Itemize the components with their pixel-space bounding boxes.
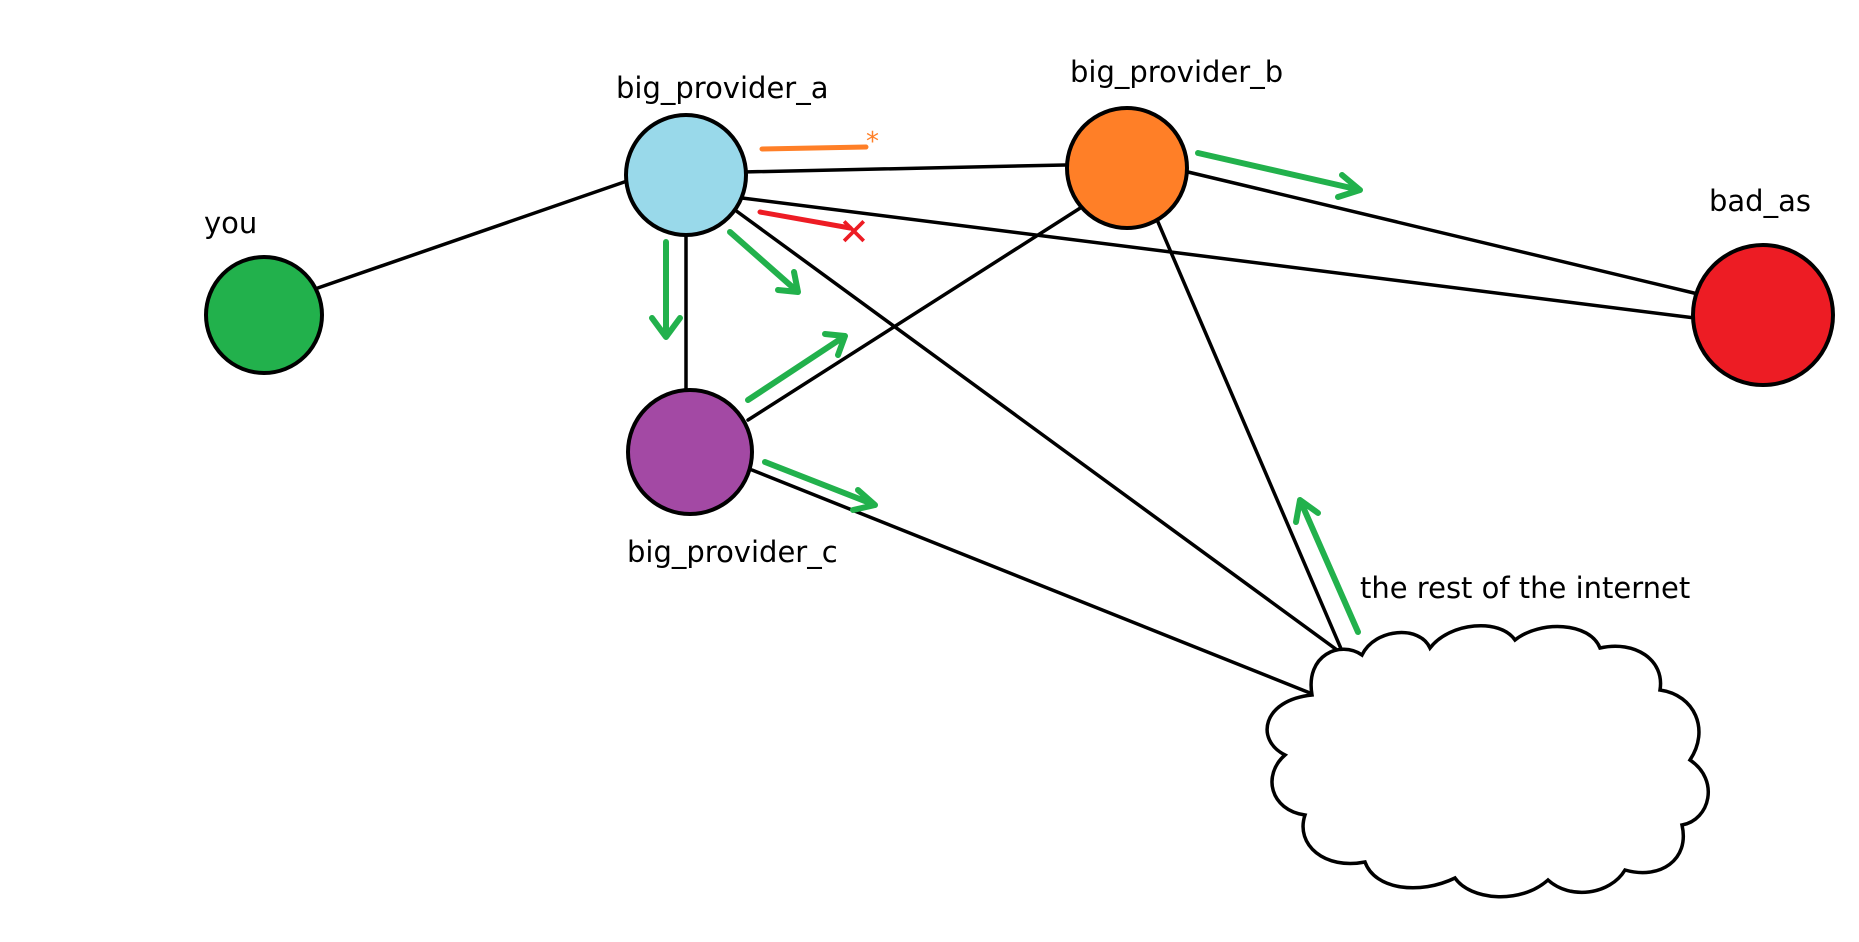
blocked-route-mark	[757, 209, 853, 231]
arrow-a-down-to-c	[649, 239, 683, 340]
label-bad-as: bad_as	[1709, 184, 1811, 218]
route-arrows	[649, 150, 1363, 635]
node-you	[204, 255, 324, 375]
edge-provider-c-to-internet	[750, 468, 1312, 695]
arrow-b-toward-bad-as	[1195, 150, 1363, 200]
edges	[310, 163, 1700, 695]
node-big-provider-a	[624, 113, 748, 237]
edge-provider-b-to-internet	[1153, 213, 1350, 667]
edge-you-to-provider-a	[310, 178, 632, 292]
label-you: you	[204, 206, 257, 240]
edge-provider-b-to-bad-as	[1186, 170, 1700, 296]
arrow-a-toward-internet	[727, 229, 801, 295]
label-internet: the rest of the internet	[1360, 571, 1690, 605]
internet-cloud	[1265, 623, 1710, 899]
edge-provider-a-to-provider-b	[740, 163, 1067, 174]
blocked-x-mark: ✕	[838, 210, 870, 254]
label-big-provider-c: big_provider_c	[627, 535, 838, 569]
label-big-provider-b: big_provider_b	[1070, 55, 1283, 89]
node-big-provider-c	[626, 388, 754, 516]
node-big-provider-b	[1065, 106, 1189, 230]
edge-provider-b-to-provider-c	[746, 203, 1087, 422]
node-bad-as	[1691, 243, 1835, 387]
edge-provider-a-to-internet	[733, 208, 1350, 660]
filtered-route-mark	[759, 144, 869, 152]
filtered-star-mark: *	[866, 127, 879, 157]
arrow-c-up-toward-b	[745, 331, 848, 403]
arrow-c-toward-internet	[762, 459, 878, 513]
edge-provider-a-to-bad-as	[740, 196, 1697, 320]
arrow-internet-up-to-b	[1293, 497, 1361, 635]
label-big-provider-a: big_provider_a	[616, 71, 828, 105]
